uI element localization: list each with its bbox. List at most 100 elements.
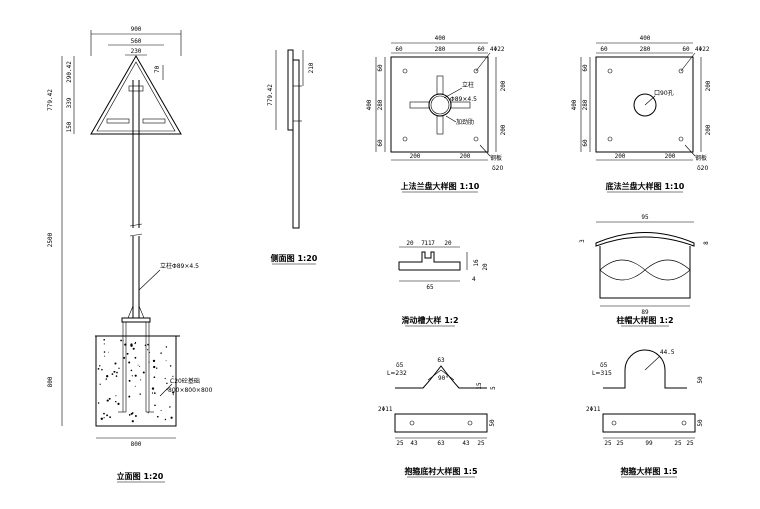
concrete-dot	[111, 373, 114, 375]
leader-foundation	[159, 383, 173, 397]
dim-bottom-200b: 200	[665, 153, 676, 160]
concrete-dot	[108, 351, 109, 353]
concrete-dot	[140, 379, 142, 381]
concrete-dot	[103, 343, 105, 345]
cap-body	[599, 246, 691, 299]
liner-hole-left	[409, 420, 415, 426]
length: L=232	[387, 370, 407, 377]
concrete-dot	[134, 356, 137, 359]
rib-left	[127, 305, 134, 319]
dim-right-200: 200	[500, 80, 507, 91]
concrete-dot	[134, 341, 137, 344]
dim-left-60a: 60	[377, 64, 384, 72]
foundation-size: 800×800×800	[168, 387, 213, 394]
concrete-dot	[164, 418, 167, 421]
concrete-dot	[164, 377, 166, 380]
dim-43b: 43	[462, 440, 470, 447]
concrete-dot	[115, 400, 117, 403]
dim-20a: 20	[406, 240, 414, 247]
concrete-dot	[134, 415, 137, 417]
dim-280: 280	[435, 46, 446, 53]
pole-inner	[430, 95, 450, 115]
concrete-dot	[106, 414, 109, 417]
concrete-dot	[166, 382, 168, 385]
concrete-dot	[139, 393, 141, 395]
dim-right-200: 200	[705, 80, 712, 91]
concrete-dot	[134, 342, 136, 345]
dim-60-b: 60	[682, 46, 690, 53]
concrete-dot	[103, 417, 105, 419]
dim-99: 99	[645, 440, 653, 447]
cap-top	[595, 232, 695, 247]
concrete-dot	[153, 365, 156, 369]
dim-280: 280	[640, 46, 651, 53]
concrete-dot	[160, 352, 162, 354]
concrete-dot	[137, 364, 139, 366]
concrete-foundation	[95, 335, 177, 427]
triangle-sign-inner	[96, 61, 176, 132]
dim-7a: 7	[421, 240, 425, 247]
elevation-view: 900 560 230 70 779.42 290.42 339 150 250…	[47, 26, 213, 483]
concrete-dot	[118, 367, 120, 369]
liner-angle	[427, 369, 455, 381]
leader-radius	[644, 355, 661, 371]
dim-20b: 20	[444, 240, 452, 247]
slot-profile	[398, 251, 461, 271]
concrete-dot	[115, 395, 117, 397]
dim-7b: 7	[431, 240, 435, 247]
concrete-dot	[153, 392, 156, 394]
slide-slot-detail: 20 7 11 7 20 65 16 20 4 滑动槽大样 1:2	[398, 240, 489, 327]
dim-400: 400	[435, 35, 446, 42]
clamp-bar-right	[142, 118, 166, 124]
concrete-dot	[147, 349, 149, 351]
clamp-detail: 44.5 δ5 L=315 50 2Φ11 25 25 99 25 25 50 …	[586, 349, 704, 478]
flange-plate	[390, 56, 489, 153]
concrete-dot	[103, 355, 106, 357]
flange-plate	[595, 56, 694, 153]
concrete-dot	[123, 356, 126, 359]
concrete-dot	[103, 412, 105, 415]
rib-bottom	[436, 115, 444, 135]
leader-center-hole	[644, 95, 656, 106]
bottom-flange-detail: 400 60 280 60 4Φ22 口90孔 200 200 400 60 2…	[571, 35, 712, 193]
concrete-dot	[156, 367, 158, 369]
concrete-dot	[152, 359, 156, 363]
concrete-dot	[108, 397, 111, 400]
concrete-dot	[134, 374, 137, 377]
dim-60-b: 60	[477, 46, 485, 53]
dim-50: 50	[697, 419, 704, 427]
concrete-dot	[130, 412, 133, 415]
holes: 2Φ11	[378, 406, 393, 413]
concrete-dot	[100, 417, 103, 420]
break-line-bottom	[129, 233, 143, 237]
dim-290: 290.42	[66, 61, 73, 83]
dim-560: 560	[131, 38, 142, 45]
dim-800-vertical: 800	[47, 376, 54, 387]
concrete-dot	[117, 402, 120, 405]
concrete-dot	[128, 379, 131, 382]
break-line-top	[129, 223, 143, 227]
title-slide-slot: 滑动槽大样 1:2	[401, 315, 458, 325]
dim-50-top: 50	[697, 376, 704, 384]
leader-pole	[138, 269, 161, 291]
leader-pole	[443, 87, 463, 99]
concrete-dot	[99, 383, 101, 385]
concrete-dot	[165, 360, 167, 362]
leader-rib	[445, 115, 457, 123]
dim-4: 4	[472, 276, 476, 283]
dim-63-bottom: 63	[437, 440, 445, 447]
center-hole	[633, 93, 657, 117]
concrete-dot	[103, 338, 106, 341]
clamp-profile	[603, 349, 687, 389]
concrete-dot	[165, 346, 168, 348]
radius: 44.5	[660, 349, 675, 356]
leader-hole	[680, 52, 696, 72]
dim-25b: 25	[616, 440, 624, 447]
side-view: 210 779.42 侧面图 1:20	[267, 49, 318, 265]
concrete-dot	[153, 376, 156, 379]
concrete-dot	[99, 365, 101, 367]
pole-label: 立柱	[462, 81, 474, 89]
leader-steel	[479, 144, 491, 157]
dim-230: 230	[131, 48, 142, 55]
thickness-label: δ20	[697, 165, 708, 172]
